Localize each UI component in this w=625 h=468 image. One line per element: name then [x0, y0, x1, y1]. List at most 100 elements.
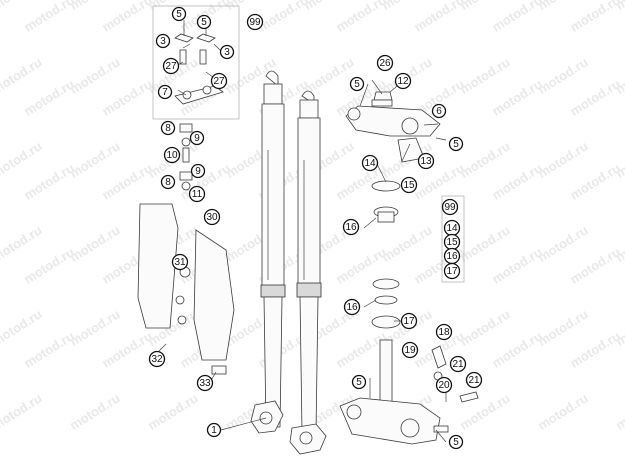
- fork-cap-left: [265, 70, 279, 87]
- watermark-text: motod.ru: [0, 138, 45, 181]
- callout-ring: [448, 136, 464, 152]
- watermark-text: motod.ru: [99, 0, 155, 35]
- guard-clip: [211, 365, 227, 375]
- callout-number: 13: [420, 156, 432, 167]
- callout-ring: [435, 376, 453, 394]
- callout-18: 18: [435, 323, 453, 341]
- callout-number: 8: [165, 177, 171, 188]
- fork-lower-left: [263, 296, 283, 428]
- callout-ring: [190, 163, 206, 179]
- fork-top-right: [299, 99, 319, 119]
- watermark-text: motod.ru: [535, 306, 591, 349]
- callout-17: 17: [400, 312, 418, 330]
- steering-nut: [373, 91, 393, 101]
- watermark-text: motod.ru: [21, 244, 77, 287]
- callout-ring: [401, 341, 419, 359]
- callout-number: 5: [356, 377, 362, 388]
- watermark-text: motod.ru: [255, 0, 311, 35]
- callout-number: 14: [446, 223, 458, 234]
- watermark-text: motod.ru: [21, 160, 77, 203]
- watermark-text: motod.ru: [67, 138, 123, 181]
- callout-ring: [435, 323, 453, 341]
- watermark-text: motod.ru: [67, 306, 123, 349]
- callout-27: 27: [210, 72, 228, 90]
- callout-number: 8: [165, 123, 171, 134]
- watermark-text: motod.ru: [457, 0, 513, 13]
- watermark-text: motod.ru: [177, 160, 233, 203]
- callout-5: 5: [448, 136, 464, 152]
- callout-ring: [171, 253, 189, 271]
- callout-5: 5: [196, 14, 212, 30]
- callout-ring: [160, 174, 176, 190]
- callout-5: 5: [448, 434, 464, 450]
- watermark-text: motod.ru: [567, 244, 623, 287]
- watermark-text: motod.ru: [457, 138, 513, 181]
- callout-30: 30: [203, 208, 221, 226]
- callout-ring: [163, 146, 181, 164]
- callout-99: 99: [246, 13, 264, 31]
- callout-ring: [431, 103, 447, 119]
- watermark-text: motod.ru: [489, 244, 545, 287]
- callout-ring: [443, 262, 461, 280]
- fork-seal-left: [260, 284, 286, 298]
- callout-number: 15: [403, 180, 415, 191]
- callout-number: 5: [201, 17, 207, 28]
- callout-number: 16: [345, 222, 357, 233]
- callout-ring: [196, 14, 212, 30]
- watermark-text: motod.ru: [567, 328, 623, 371]
- callout-number: 12: [397, 76, 409, 87]
- callout-27: 27: [162, 57, 180, 75]
- callout-21: 21: [449, 355, 467, 373]
- callout-number: 16: [346, 302, 358, 313]
- watermark-text: motod.ru: [67, 222, 123, 265]
- callout-ring: [394, 72, 412, 90]
- watermark-text: motod.ru: [67, 0, 123, 13]
- callout-32: 32: [148, 350, 166, 368]
- watermark-text: motod.ru: [99, 160, 155, 203]
- callout-8: 8: [160, 120, 176, 136]
- callout-number: 9: [195, 166, 201, 177]
- fork-guard-right: [193, 229, 235, 361]
- fork-tube-left: [261, 103, 285, 288]
- callout-ring: [206, 422, 222, 438]
- callout-number: 27: [165, 61, 177, 72]
- callout-3: 3: [219, 44, 235, 60]
- watermark-text: motod.ru: [457, 54, 513, 97]
- fork-leg-left: [250, 70, 286, 434]
- watermark-text: motod.ru: [489, 0, 545, 35]
- clamp-bolt-right: [199, 49, 207, 65]
- callout-number: 26: [379, 58, 391, 69]
- watermark-text: motod.ru: [67, 390, 123, 433]
- group-box-bearing-kit: [441, 195, 465, 283]
- callout-16: 16: [443, 247, 461, 265]
- fork-lower-right: [299, 296, 319, 433]
- clamp-washer-left: [174, 33, 194, 43]
- watermark-text: motod.ru: [0, 54, 45, 97]
- callout-number: 1: [211, 425, 217, 436]
- watermark-text: motod.ru: [301, 0, 357, 13]
- watermark-text: motod.ru: [535, 390, 591, 433]
- watermark-text: motod.ru: [0, 306, 45, 349]
- callout-number: 5: [453, 437, 459, 448]
- callout-20: 20: [435, 376, 453, 394]
- upper-triple-clamp: [345, 91, 447, 163]
- watermark-text: motod.ru: [489, 328, 545, 371]
- callout-ring: [203, 208, 221, 226]
- callout-number: 30: [206, 212, 218, 223]
- callout-ring: [157, 84, 173, 100]
- callout-number: 18: [438, 327, 450, 338]
- callout-ring: [160, 120, 176, 136]
- watermark-text: motod.ru: [535, 0, 591, 13]
- watermark-text: motod.ru: [21, 328, 77, 371]
- callout-11: 11: [188, 185, 206, 203]
- fork-guard: [137, 203, 235, 375]
- callout-14: 14: [361, 154, 379, 172]
- callout-ring: [449, 355, 467, 373]
- callout-number: 27: [213, 76, 225, 87]
- callout-number: 3: [224, 47, 230, 58]
- callout-ring: [417, 152, 435, 170]
- watermark-text: motod.ru: [145, 390, 201, 433]
- callout-16: 16: [342, 218, 360, 236]
- watermark-text: motod.ru: [489, 160, 545, 203]
